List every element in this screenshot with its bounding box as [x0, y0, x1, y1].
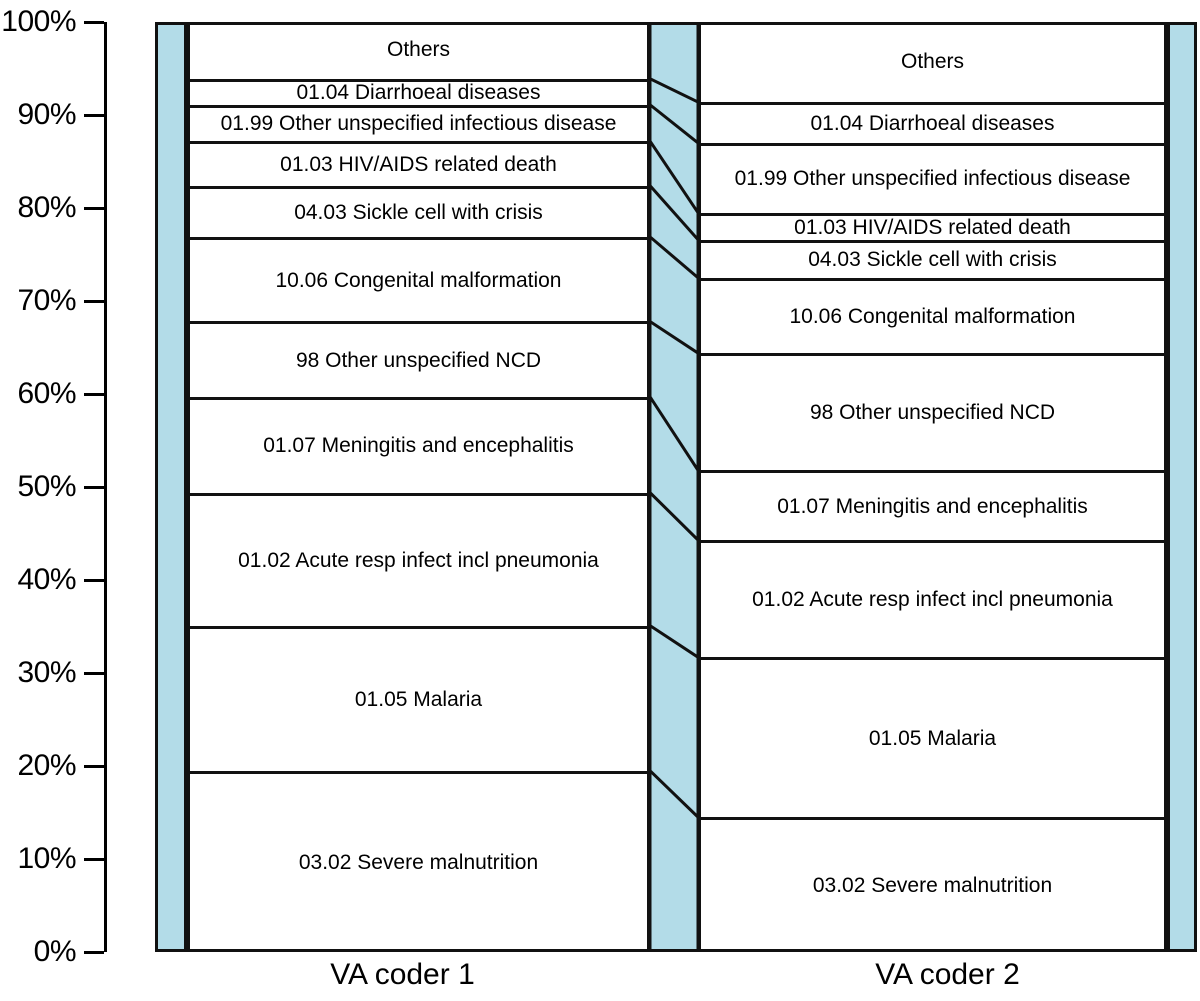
stack-segment[interactable]: 10.06 Congenital malformation [187, 236, 650, 322]
stack-segment-label: 01.07 Meningitis and encephalitis [263, 434, 574, 458]
y-axis-line [104, 22, 107, 952]
x-axis-label-va-coder-2: VA coder 2 [875, 958, 1020, 991]
stack-segment-label: 98 Other unspecified NCD [809, 401, 1056, 425]
column-sidebar-right [1167, 22, 1197, 952]
flow-connector-line [650, 103, 698, 145]
y-axis-tick-label: 70% [17, 284, 76, 317]
flow-ribbon [650, 22, 698, 952]
stack-segment[interactable]: 03.02 Severe malnutrition [698, 817, 1167, 952]
stack-segment-label: 01.05 Malaria [868, 726, 997, 750]
stack-segment[interactable]: Others [698, 22, 1167, 102]
y-axis-tick-mark [84, 486, 104, 489]
y-axis-tick-mark [84, 579, 104, 582]
stack-segment-label: 10.06 Congenital malformation [789, 304, 1076, 328]
stack-segment-label: 01.05 Malaria [354, 687, 483, 711]
stack-segment[interactable]: 03.02 Severe malnutrition [187, 770, 650, 952]
stack-segment-label: 01.07 Meningitis and encephalitis [777, 494, 1088, 518]
stack-segment[interactable]: 01.02 Acute resp infect incl pneumonia [187, 492, 650, 626]
y-axis-tick-label: 100% [1, 5, 76, 38]
stack-segment[interactable]: 01.02 Acute resp infect incl pneumonia [698, 540, 1167, 658]
flow-background [650, 22, 698, 952]
y-axis-tick-mark [84, 300, 104, 303]
stack-segment[interactable]: 01.03 HIV/AIDS related death [187, 141, 650, 186]
stack-segment[interactable]: 01.07 Meningitis and encephalitis [187, 396, 650, 493]
y-axis-tick-mark [84, 393, 104, 396]
y-axis-tick-label: 50% [17, 470, 76, 503]
flow-connector-line [650, 235, 698, 279]
stack-segment-label: 01.02 Acute resp infect incl pneumonia [752, 588, 1113, 612]
stack-segment[interactable]: 10.06 Congenital malformation [698, 277, 1167, 354]
y-axis-tick-label: 80% [17, 191, 76, 224]
stack-segment-label: 01.02 Acute resp infect incl pneumonia [238, 548, 599, 572]
stack-segment[interactable]: 01.99 Other unspecified infectious disea… [698, 142, 1167, 213]
y-axis-tick-mark [84, 951, 104, 954]
stack-segment[interactable]: 01.99 Other unspecified infectious disea… [187, 104, 650, 142]
stack-segment-label: 03.02 Severe malnutrition [298, 850, 539, 874]
y-axis-tick-mark [84, 858, 104, 861]
stack-segment[interactable]: 01.03 HIV/AIDS related death [698, 212, 1167, 240]
y-axis-tick-label: 90% [17, 98, 76, 131]
flow-connector-line [650, 491, 698, 542]
stack-segment-label: 98 Other unspecified NCD [295, 348, 542, 372]
y-axis-tick-label: 30% [17, 656, 76, 689]
stack-segment[interactable]: 04.03 Sickle cell with crisis [187, 185, 650, 237]
y-axis-tick-mark [84, 765, 104, 768]
y-axis-tick-label: 40% [17, 563, 76, 596]
y-axis-tick-mark [84, 114, 104, 117]
flow-connector-line [650, 395, 698, 472]
column-stack-va-coder-2: Others 01.04 Diarrhoeal diseases 01.99 Oth… [698, 22, 1167, 952]
y-axis-tick-mark [84, 672, 104, 675]
y-axis-tick-label: 0% [33, 935, 77, 968]
stack-segment[interactable]: 98 Other unspecified NCD [187, 321, 650, 397]
stack-segment-label: 01.99 Other unspecified infectious disea… [220, 112, 617, 136]
flow-connector-line [650, 77, 698, 104]
stack-segment-label: 01.03 HIV/AIDS related death [280, 152, 557, 176]
stack-segment-label: 03.02 Severe malnutrition [812, 874, 1053, 898]
y-axis-tick-label: 60% [17, 377, 76, 410]
stack-segment[interactable]: 01.04 Diarrhoeal diseases [187, 78, 650, 105]
stack-segment[interactable]: Others [187, 22, 650, 79]
x-axis-label-va-coder-1: VA coder 1 [330, 958, 475, 991]
flow-connector-line [650, 769, 698, 819]
flow-connector-line [650, 184, 698, 241]
column-stack-va-coder-1: Others 01.04 Diarrhoeal diseases 01.99 Oth… [187, 22, 650, 952]
stack-segment-label: 01.04 Diarrhoeal diseases [810, 111, 1055, 135]
stack-segment[interactable]: 01.07 Meningitis and encephalitis [698, 470, 1167, 540]
stack-segment[interactable]: 98 Other unspecified NCD [698, 353, 1167, 471]
stack-segment-label: 01.04 Diarrhoeal diseases [296, 81, 541, 105]
flow-connector-line [650, 320, 698, 355]
stack-segment-label: 04.03 Sickle cell with crisis [808, 248, 1057, 272]
stack-segment-label: 04.03 Sickle cell with crisis [294, 200, 543, 224]
stack-segment-label: 10.06 Congenital malformation [275, 268, 562, 292]
column-sidebar-left [155, 22, 187, 952]
y-axis-tick-mark [84, 207, 104, 210]
stack-segment[interactable]: 04.03 Sickle cell with crisis [698, 239, 1167, 278]
stack-segment[interactable]: 01.05 Malaria [698, 657, 1167, 818]
flow-connector-line [650, 140, 698, 214]
stack-segment[interactable]: 01.05 Malaria [187, 625, 650, 771]
stack-segment-label: 01.99 Other unspecified infectious disea… [734, 167, 1131, 191]
y-axis-tick-mark [84, 21, 104, 24]
stack-segment[interactable]: 01.04 Diarrhoeal diseases [698, 101, 1167, 143]
y-axis-tick-label: 10% [17, 842, 76, 875]
stack-segment-label: 01.03 HIV/AIDS related death [794, 215, 1071, 239]
y-axis-tick-label: 20% [17, 749, 76, 782]
stack-segment-label: Others [900, 49, 965, 73]
stack-segment-label: Others [386, 38, 451, 62]
flow-connector-line [650, 624, 698, 659]
